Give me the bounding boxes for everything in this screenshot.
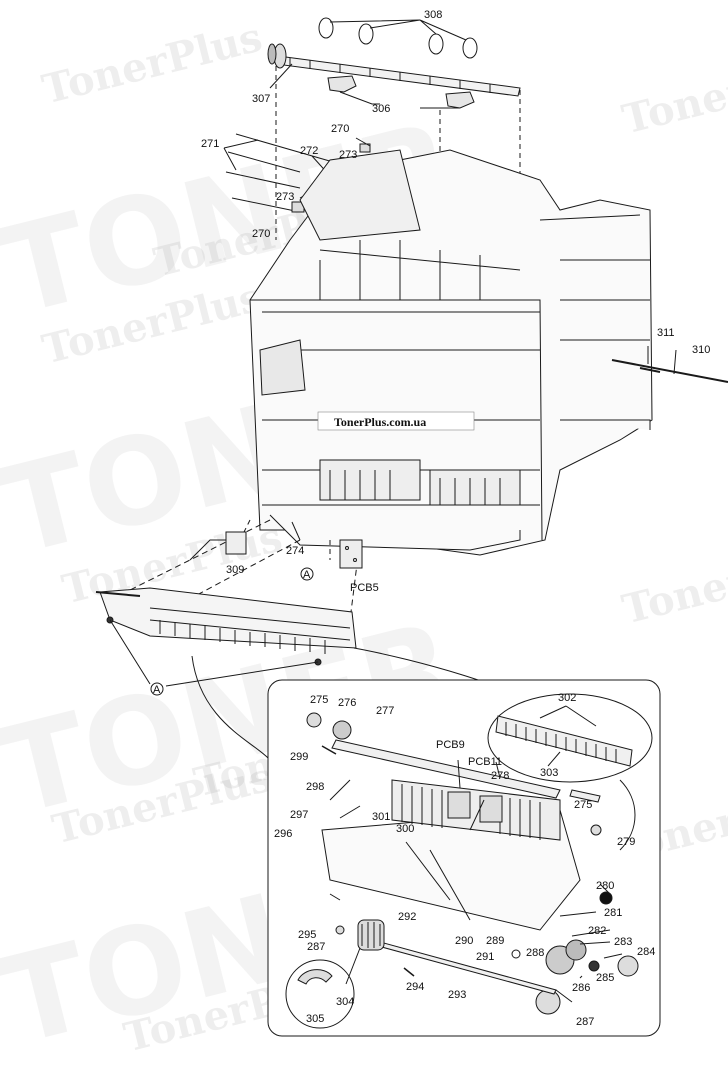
- pcb11-board: [479, 795, 503, 823]
- callout-285: 285: [596, 972, 614, 984]
- callout-305: 305: [306, 1013, 324, 1025]
- callout-309: 309: [226, 564, 244, 576]
- callout-274: 274: [286, 545, 304, 557]
- part-309: [225, 531, 247, 555]
- callout-284: 284: [637, 946, 655, 958]
- pcb5-board: [339, 539, 363, 569]
- marker-a-label: A: [303, 569, 311, 581]
- callout-302: 302: [558, 692, 576, 704]
- callout-299: 299: [290, 751, 308, 763]
- callout-308: 308: [424, 9, 442, 21]
- pin-311: [639, 367, 661, 373]
- lower-tray-assembly: [95, 587, 357, 654]
- site-label-box: [317, 411, 475, 431]
- callout-310: 310: [692, 344, 710, 356]
- callout-311: 311: [657, 327, 675, 339]
- callout-296: 296: [274, 828, 292, 840]
- callout-293: 293: [448, 989, 466, 1001]
- callout-307: 307: [252, 93, 270, 105]
- callout-273: 273: [339, 149, 357, 161]
- gear-284: [617, 955, 639, 977]
- callout-278: 278: [491, 770, 509, 782]
- callout-275: 275: [310, 694, 328, 706]
- pickup-shaft-assembly: [267, 17, 521, 109]
- callout-pcb11: PCB11: [468, 756, 502, 768]
- callout-labels: 308 307 306 271 270 272 273 273 270 311 …: [153, 9, 710, 1028]
- feed-roller: [357, 919, 385, 951]
- callout-298: 298: [306, 781, 324, 793]
- callout-297: 297: [290, 809, 308, 821]
- marker-a-top: [300, 567, 314, 581]
- callout-291: 291: [476, 951, 494, 963]
- callout-279: 279: [617, 836, 635, 848]
- main-frame: [249, 149, 653, 556]
- callout-276: 276: [338, 697, 356, 709]
- callout-272: 272: [300, 145, 318, 157]
- callout-270: 270: [331, 123, 349, 135]
- callout-270: 270: [252, 228, 270, 240]
- black-dot-280: [599, 891, 613, 905]
- callout-292: 292: [398, 911, 416, 923]
- callout-289: 289: [486, 935, 504, 947]
- magnifier-302: [487, 693, 653, 851]
- callout-303: 303: [540, 767, 558, 779]
- pcb9-board: [447, 791, 471, 819]
- callout-290: 290: [455, 935, 473, 947]
- callout-273: 273: [276, 191, 294, 203]
- callout-283: 283: [614, 936, 632, 948]
- callout-277: 277: [376, 705, 394, 717]
- callout-294: 294: [406, 981, 424, 993]
- callout-301: 301: [372, 811, 390, 823]
- callout-300: 300: [396, 823, 414, 835]
- callout-281: 281: [604, 907, 622, 919]
- callout-295: 295: [298, 929, 316, 941]
- callout-275: 275: [574, 799, 592, 811]
- marker-a-bottom: [150, 682, 164, 696]
- marker-a-label: A: [153, 684, 161, 696]
- callout-271: 271: [201, 138, 219, 150]
- callout-280: 280: [596, 880, 614, 892]
- callout-288: 288: [526, 947, 544, 959]
- callout-282: 282: [588, 925, 606, 937]
- exploded-parts-diagram: 308 307 306 271 270 272 273 273 270 311 …: [95, 9, 728, 1037]
- callout-304: 304: [336, 996, 354, 1008]
- pin-310: [611, 359, 728, 383]
- gear-287: [535, 989, 561, 1015]
- callout-pcb5: PCB5: [350, 582, 379, 594]
- callout-287: 287: [576, 1016, 594, 1028]
- callout-pcb9: PCB9: [436, 739, 465, 751]
- callout-286: 286: [572, 982, 590, 994]
- site-label: TonerPlus.com.ua: [334, 415, 426, 429]
- callout-306: 306: [372, 103, 390, 115]
- callout-287: 287: [307, 941, 325, 953]
